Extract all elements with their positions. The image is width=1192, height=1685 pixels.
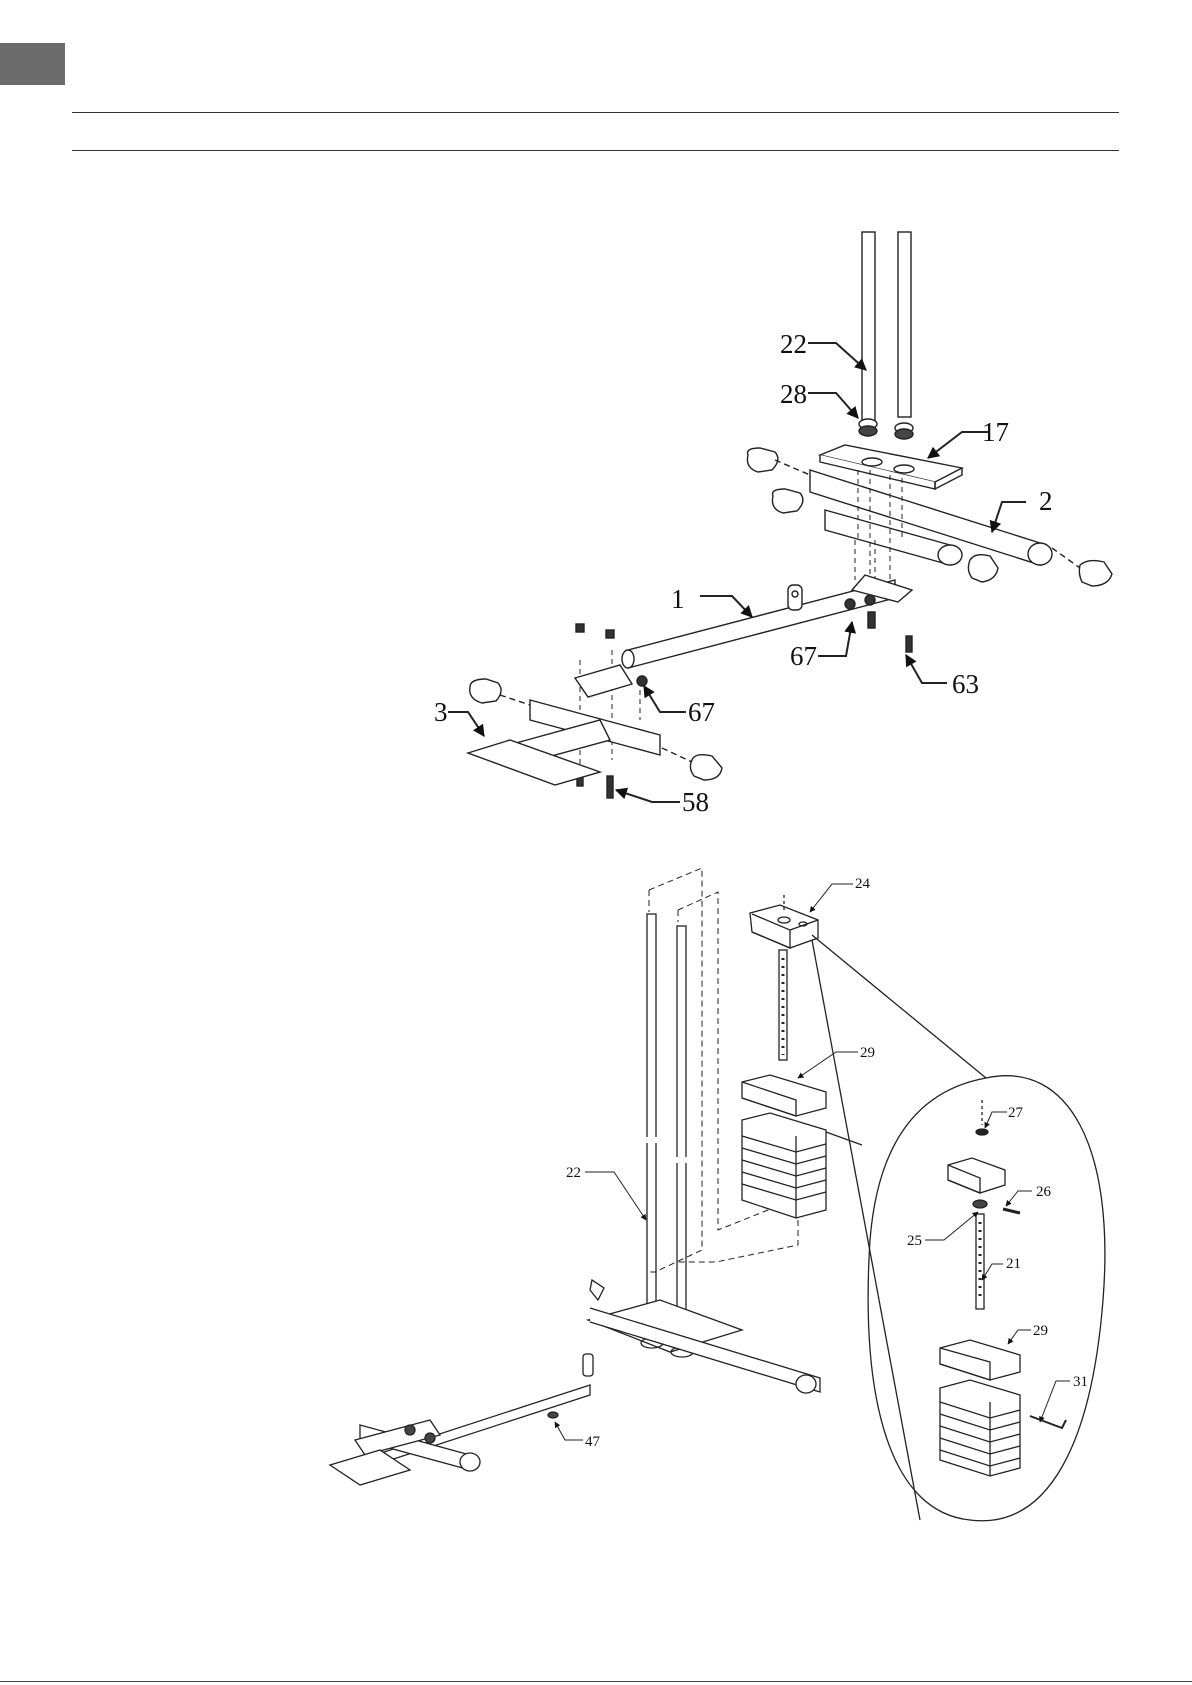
top-plate bbox=[750, 895, 818, 948]
lower-assembly-diagram bbox=[330, 868, 1105, 1521]
callout-22-lower: 22 bbox=[566, 1165, 581, 1181]
lower-base-frame bbox=[330, 1280, 820, 1485]
callout-28: 28 bbox=[780, 379, 807, 409]
callout-63: 63 bbox=[952, 669, 979, 699]
bushings bbox=[859, 419, 913, 439]
callout-1: 1 bbox=[671, 584, 685, 614]
callout-17: 17 bbox=[982, 417, 1009, 447]
upper-leader-lines bbox=[448, 343, 1026, 802]
weight-stack bbox=[742, 1075, 862, 1218]
callout-47: 47 bbox=[585, 1434, 601, 1450]
callout-67-left: 67 bbox=[688, 697, 715, 727]
callout-27: 27 bbox=[1008, 1105, 1024, 1121]
lower-upright-tubes bbox=[645, 914, 688, 1348]
upper-assembly-diagram bbox=[448, 232, 1112, 802]
upright-tubes bbox=[862, 232, 911, 422]
callout-29-stack: 29 bbox=[860, 1045, 875, 1061]
callout-3: 3 bbox=[434, 697, 448, 727]
callout-24: 24 bbox=[855, 876, 871, 892]
callout-25: 25 bbox=[907, 1233, 922, 1249]
main-frame bbox=[575, 575, 912, 697]
selector-rod bbox=[779, 950, 787, 1060]
callout-29-detail: 29 bbox=[1033, 1323, 1048, 1339]
callout-22: 22 bbox=[780, 329, 807, 359]
detail-parts bbox=[940, 1100, 1066, 1476]
callout-21: 21 bbox=[1006, 1256, 1021, 1272]
callout-26: 26 bbox=[1036, 1184, 1052, 1200]
callout-67-right: 67 bbox=[790, 641, 817, 671]
callout-58: 58 bbox=[682, 787, 709, 817]
callout-31: 31 bbox=[1073, 1374, 1088, 1390]
footer-rule bbox=[0, 1681, 1192, 1682]
callout-2: 2 bbox=[1039, 486, 1053, 516]
